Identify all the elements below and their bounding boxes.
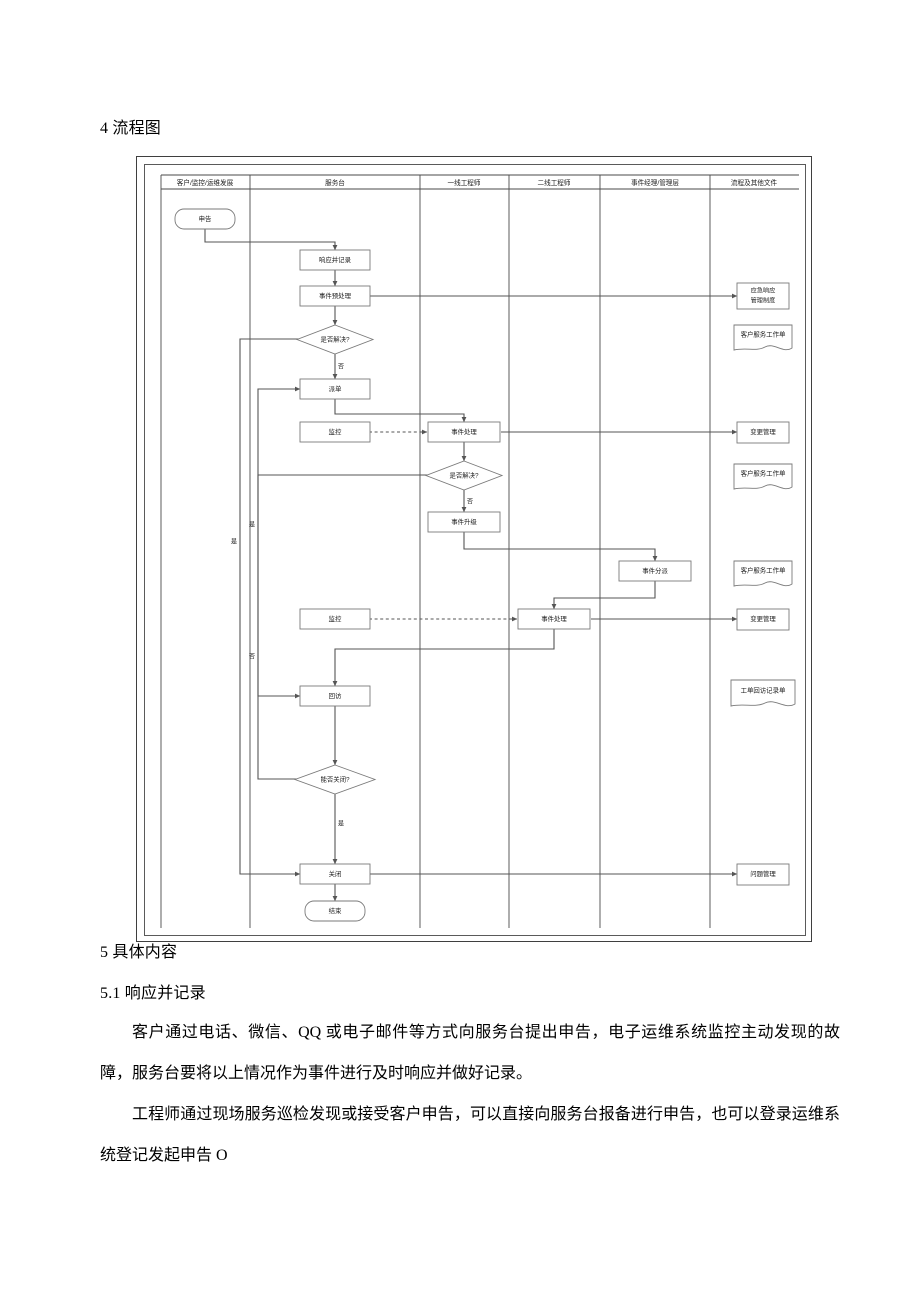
doc-change-management-1-label: 变更管理	[750, 427, 776, 436]
flowchart-inner-border	[144, 164, 806, 936]
doc-customer-service-worksheet-1-label: 客户服务工作单	[741, 330, 786, 339]
node-incident-handling-l2[interactable]: 事件处理	[517, 608, 591, 630]
doc-change-management-1[interactable]: 变更管理	[736, 421, 790, 444]
doc-customer-service-worksheet-2[interactable]: 客户服务工作单	[733, 463, 793, 490]
node-dispatch-label: 派单	[329, 384, 342, 393]
node-incident-handling-l1[interactable]: 事件处理	[427, 421, 501, 443]
paragraph-response-record: 客户通过电话、微信、QQ 或电子邮件等方式向服务台提出申告，电子运维系统监控主动…	[100, 1024, 840, 1082]
section-heading-4: 4 流程图	[100, 120, 162, 137]
node-end-label: 结束	[329, 906, 342, 915]
node-monitor-1[interactable]: 监控	[299, 421, 371, 443]
node-decision-solved-1-label: 是否解决?	[320, 335, 350, 344]
node-incident-assignment-label: 事件分派	[642, 566, 668, 575]
node-end[interactable]: 结束	[304, 900, 366, 922]
lane-header-customer: 客户/监控/运维发展	[177, 178, 234, 187]
node-start[interactable]: 申告	[174, 208, 236, 230]
node-decision-can-close[interactable]: 能否关闭?	[293, 764, 377, 795]
node-incident-escalation[interactable]: 事件升级	[427, 511, 501, 533]
node-incident-escalation-label: 事件升级	[451, 517, 477, 526]
node-respond-record[interactable]: 响应并记录	[299, 249, 371, 271]
doc-emergency-response-policy[interactable]: 应急响应 管理制度	[736, 282, 790, 310]
lane-header-l2: 二线工程师	[538, 178, 571, 187]
node-monitor-2-label: 监控	[329, 614, 342, 623]
lane-header-l1: 一线工程师	[448, 178, 481, 187]
doc-customer-service-worksheet-1[interactable]: 客户服务工作单	[733, 324, 793, 351]
node-dispatch[interactable]: 派单	[299, 378, 371, 400]
branch-label-solved2-no: 否	[467, 499, 473, 506]
branch-label-canclose-yes: 是	[338, 821, 344, 828]
node-close-label: 关闭	[329, 869, 342, 878]
node-incident-pretreatment-label: 事件预处理	[319, 291, 352, 300]
node-decision-can-close-label: 能否关闭?	[320, 775, 350, 784]
node-incident-assignment[interactable]: 事件分派	[618, 560, 692, 582]
lane-separators	[160, 175, 711, 928]
lane-header-docs: 流程及其他文件	[731, 178, 778, 187]
doc-customer-service-worksheet-3[interactable]: 客户服务工作单	[733, 560, 793, 587]
node-monitor-1-label: 监控	[329, 427, 342, 436]
lane-header-manager: 事件经理/管理层	[631, 178, 679, 187]
doc-customer-service-worksheet-3-label: 客户服务工作单	[741, 566, 786, 575]
node-incident-handling-l1-label: 事件处理	[451, 427, 477, 436]
doc-problem-management[interactable]: 问题管理	[736, 863, 790, 886]
lane-header-servicedesk: 服务台	[325, 178, 345, 187]
node-decision-solved-2[interactable]: 是否解决?	[424, 460, 504, 491]
branch-label-solved1-yes: 是	[231, 539, 237, 546]
node-respond-record-label: 响应并记录	[319, 255, 352, 264]
branch-label-canclose-no: 否	[249, 654, 255, 661]
node-incident-handling-l2-label: 事件处理	[541, 614, 567, 623]
node-decision-solved-1[interactable]: 是否解决?	[295, 324, 375, 355]
section-heading-5-1: 5.1 响应并记录	[100, 985, 206, 1002]
doc-customer-service-worksheet-2-label: 客户服务工作单	[741, 469, 786, 478]
doc-emergency-response-policy-label-2: 管理制度	[751, 297, 776, 305]
node-start-label: 申告	[199, 214, 212, 223]
node-incident-pretreatment[interactable]: 事件预处理	[299, 285, 371, 307]
doc-problem-management-label: 问题管理	[750, 869, 776, 878]
doc-change-management-2[interactable]: 变更管理	[736, 608, 790, 631]
node-followup-visit-label: 回访	[329, 691, 342, 700]
doc-emergency-response-policy-label-1: 应急响应	[751, 287, 776, 295]
flowchart-canvas: 客户/监控/运维发展 服务台 一线工程师 二线工程师 事件经理/管理层 流程及其…	[160, 174, 799, 928]
node-monitor-2[interactable]: 监控	[299, 608, 371, 630]
branch-label-solved2-yes: 是	[249, 522, 255, 529]
node-close[interactable]: 关闭	[299, 863, 371, 885]
paragraph-engineer-report: 工程师通过现场服务巡检发现或接受客户申告，可以直接向服务台报备进行申告，也可以登…	[100, 1106, 840, 1164]
flowchart-container: 客户/监控/运维发展 服务台 一线工程师 二线工程师 事件经理/管理层 流程及其…	[136, 156, 812, 942]
doc-work-order-visit-record-label: 工单回访记录单	[741, 686, 786, 695]
doc-work-order-visit-record[interactable]: 工单回访记录单	[730, 679, 796, 707]
doc-change-management-2-label: 变更管理	[750, 614, 776, 623]
node-followup-visit[interactable]: 回访	[299, 685, 371, 707]
flow-connectors	[204, 229, 738, 902]
branch-label-solved1-no: 否	[338, 364, 344, 371]
node-decision-solved-2-label: 是否解决?	[449, 471, 479, 480]
section-heading-5: 5 具体内容	[100, 944, 178, 961]
